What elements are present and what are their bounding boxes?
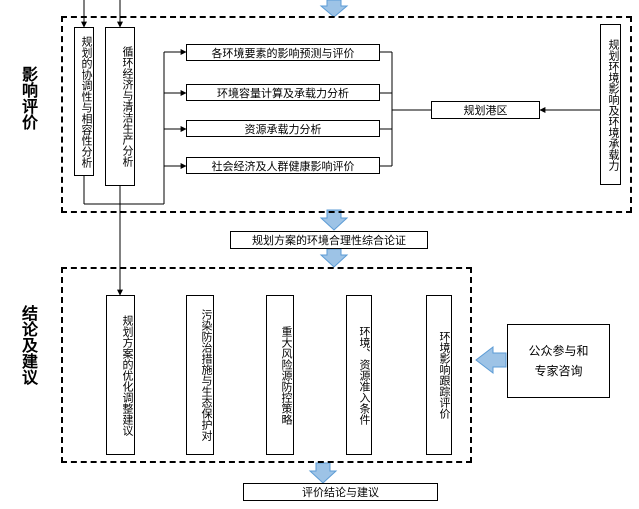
circular-economy-text: 循环经济与清洁生产分析 [121,46,134,167]
optimization-suggestion-box: 规划方案的优化调整建议 [106,295,135,455]
conclusion-section-frame [61,267,472,463]
access-conditions-box: 环境、资源准入条件 [346,295,372,455]
coordination-analysis-box: 规划的协调性与相容性分析 [74,27,94,176]
pollution-control-box: 污染防治措施与生态保护对 [186,295,214,455]
comprehensive-argument-box: 规划方案的环境合理性综合论证 [230,231,428,249]
risk-control-box: 重大风险源防控策略 [266,295,294,455]
final-conclusion-box: 评价结论与建议 [243,483,438,501]
impact-section-frame [61,16,632,213]
analysis-item-environment: 各环境要素的影响预测与评价 [186,44,380,61]
impact-section-label: 影响评价 [19,66,38,130]
analysis-item-resource: 资源承载力分析 [186,120,380,137]
analysis-item-capacity: 环境容量计算及承载力分析 [186,84,380,101]
conclusion-section-label: 结论及建议 [19,305,38,385]
public-participation-line2: 专家咨询 [534,364,583,378]
planning-impact-capacity-box: 规划环境影响及环境承载力 [600,24,621,185]
public-participation-box: 公众参与和 专家咨询 [507,324,610,398]
coordination-analysis-text: 规划的协调性与相容性分析 [80,35,93,168]
planning-area-box: 规划港区 [431,101,540,119]
circular-economy-box: 循环经济与清洁生产分析 [105,27,135,186]
analysis-item-social: 社会经济及人群健康影响评价 [186,157,380,174]
public-participation-line1: 公众参与和 [528,344,589,358]
tracking-evaluation-box: 环境影响跟踪评价 [426,295,452,455]
